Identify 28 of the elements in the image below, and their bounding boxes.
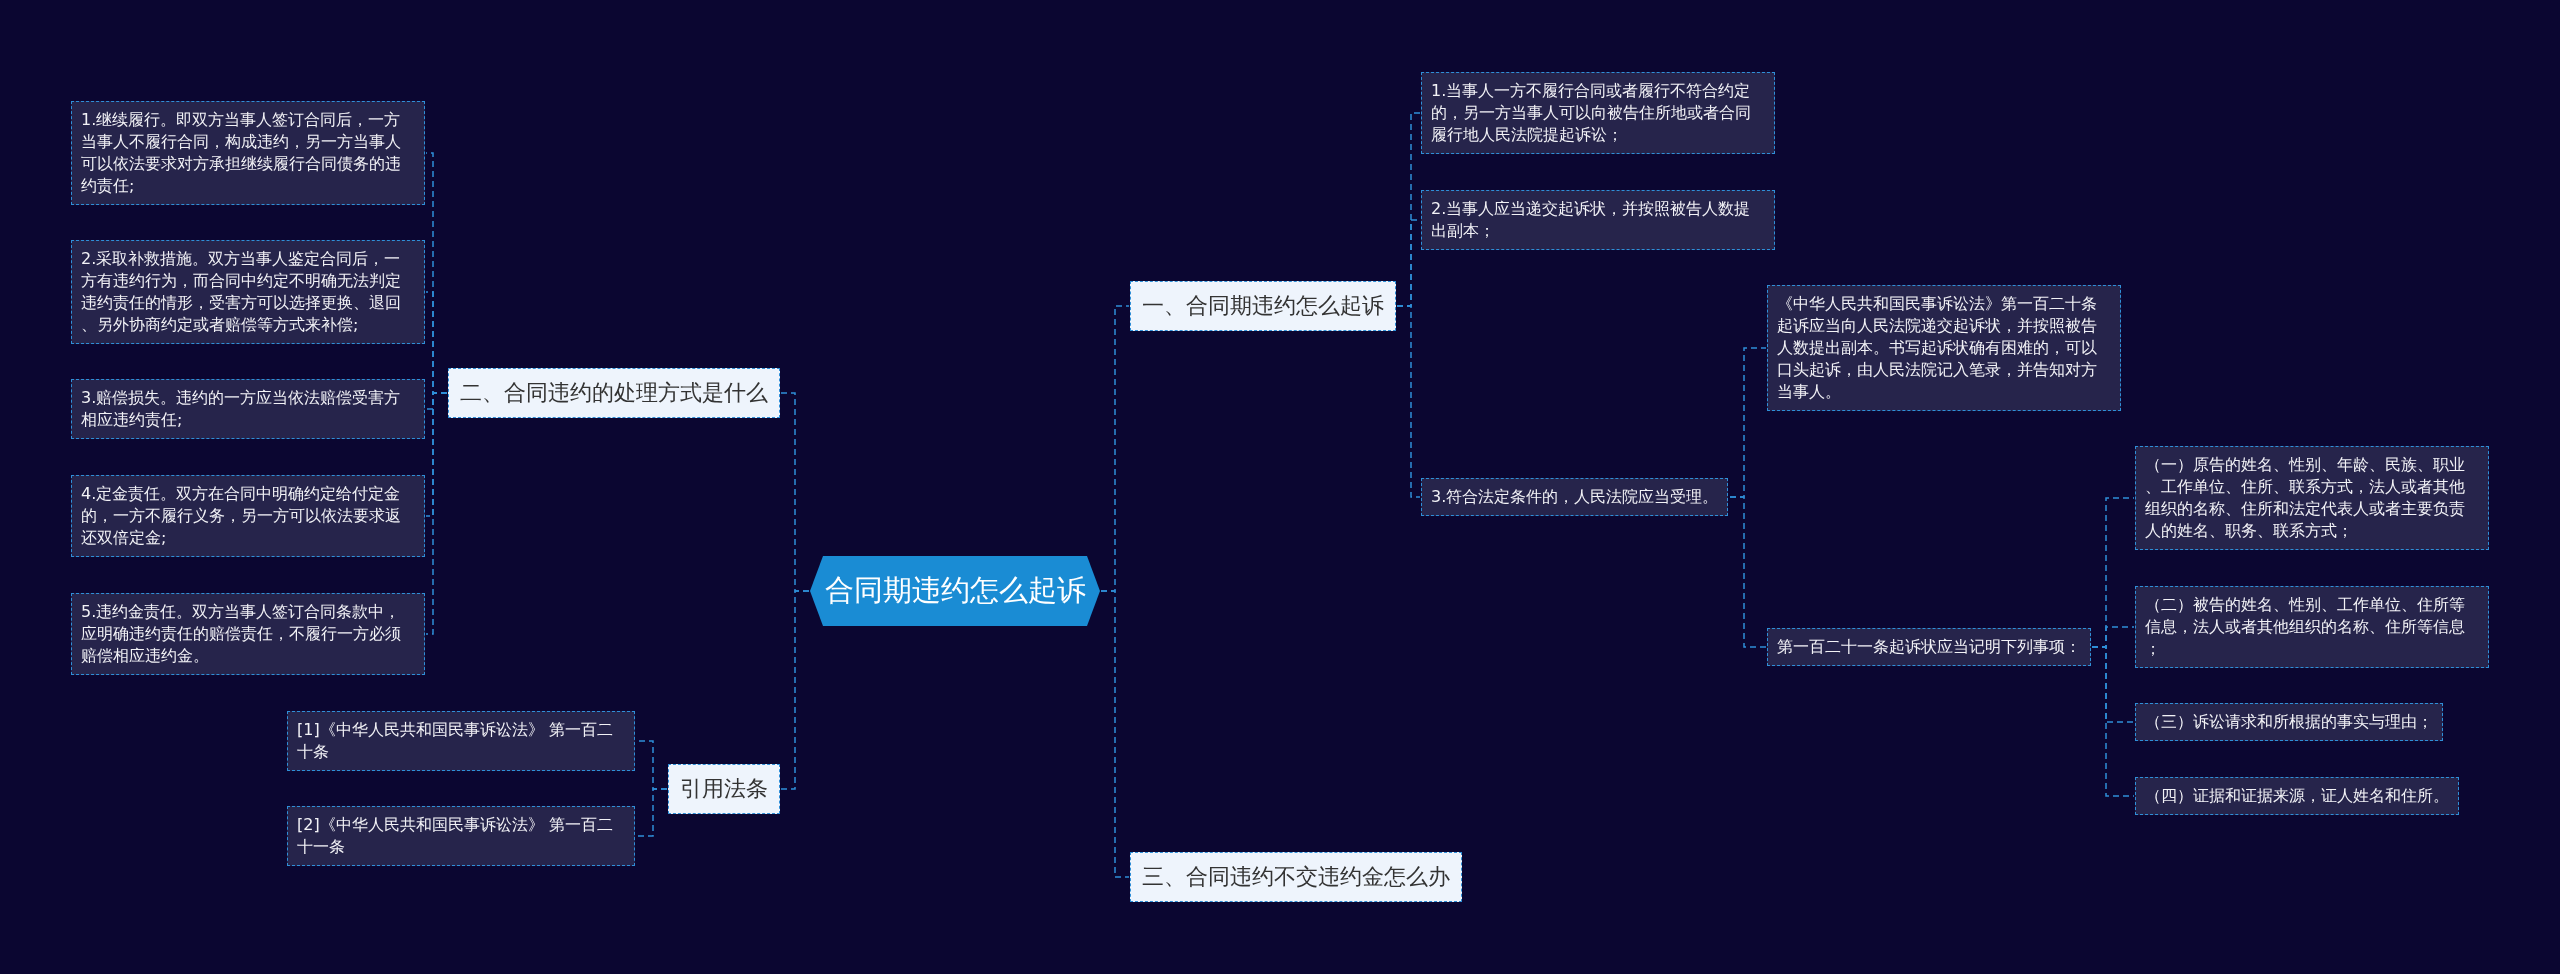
connector-line <box>1396 305 1421 498</box>
note-box: 1.继续履行。即双方当事人签订合同后，一方当事人不履行合同，构成违约，另一方当事人可以依法要求对方承担继续履行合同债务的违约责任; <box>71 101 425 205</box>
note-box: （三）诉讼请求和所根据的事实与理由； <box>2135 703 2443 741</box>
connector-line <box>1729 496 1767 648</box>
topic-box: 二、合同违约的处理方式是什么 <box>448 368 780 418</box>
note-box: 2.采取补救措施。双方当事人鉴定合同后，一方有违约行为，而合同中约定不明确无法判定违约责任的情形，受害方可以选择更换、退回、另外协商约定或者赔偿等方式来补偿; <box>71 240 425 344</box>
note-box: 1.当事人一方不履行合同或者履行不符合约定的，另一方当事人可以向被告住所地或者合同履行地人民法院提起诉讼； <box>1421 72 1775 154</box>
note-box: （二）被告的姓名、性别、工作单位、住所等信息，法人或者其他组织的名称、住所等信息； <box>2135 586 2489 668</box>
topic-box: 三、合同违约不交违约金怎么办 <box>1130 852 1462 902</box>
note-box: （四）证据和证据来源，证人姓名和住所。 <box>2135 777 2459 815</box>
connector-line <box>635 788 668 837</box>
note-box: 《中华人民共和国民事诉讼法》第一百二十条起诉应当向人民法院递交起诉状，并按照被告人数提出副本。书写起诉状确有困难的，可以口头起诉，由人民法院记入笔录，并告知对方当事人。 <box>1767 285 2121 411</box>
connector-line <box>425 392 448 635</box>
topic-box: 一、合同期违约怎么起诉 <box>1130 281 1396 331</box>
note-box: （一）原告的姓名、性别、年龄、民族、职业、工作单位、住所、联系方式，法人或者其他组织的名称、住所和法定代表人或者主要负责人的姓名、职务、联系方式； <box>2135 446 2489 550</box>
note-box: 4.定金责任。双方在合同中明确约定给付定金的，一方不履行义务，另一方可以依法要求返还双倍定金; <box>71 475 425 557</box>
note-box: 3.符合法定条件的，人民法院应当受理。 <box>1421 478 1729 516</box>
central-topic: 合同期违约怎么起诉 <box>810 556 1100 626</box>
topic-box: 引用法条 <box>668 764 780 814</box>
note-box: 第一百二十一条起诉状应当记明下列事项： <box>1767 628 2091 666</box>
connector-line <box>2091 646 2135 797</box>
note-box: [1]《中华人民共和国民事诉讼法》 第一百二十条 <box>287 711 635 771</box>
connector-line <box>780 590 810 790</box>
note-box: 3.赔偿损失。违约的一方应当依法赔偿受害方相应违约责任; <box>71 379 425 439</box>
note-box: 2.当事人应当递交起诉状，并按照被告人数提出副本； <box>1421 190 1775 250</box>
connector-line <box>1100 590 1130 878</box>
note-box: [2]《中华人民共和国民事诉讼法》 第一百二十一条 <box>287 806 635 866</box>
note-box: 5.违约金责任。双方当事人签订合同条款中，应明确违约责任的赔偿责任，不履行一方必须赔偿相应违约金。 <box>71 593 425 675</box>
